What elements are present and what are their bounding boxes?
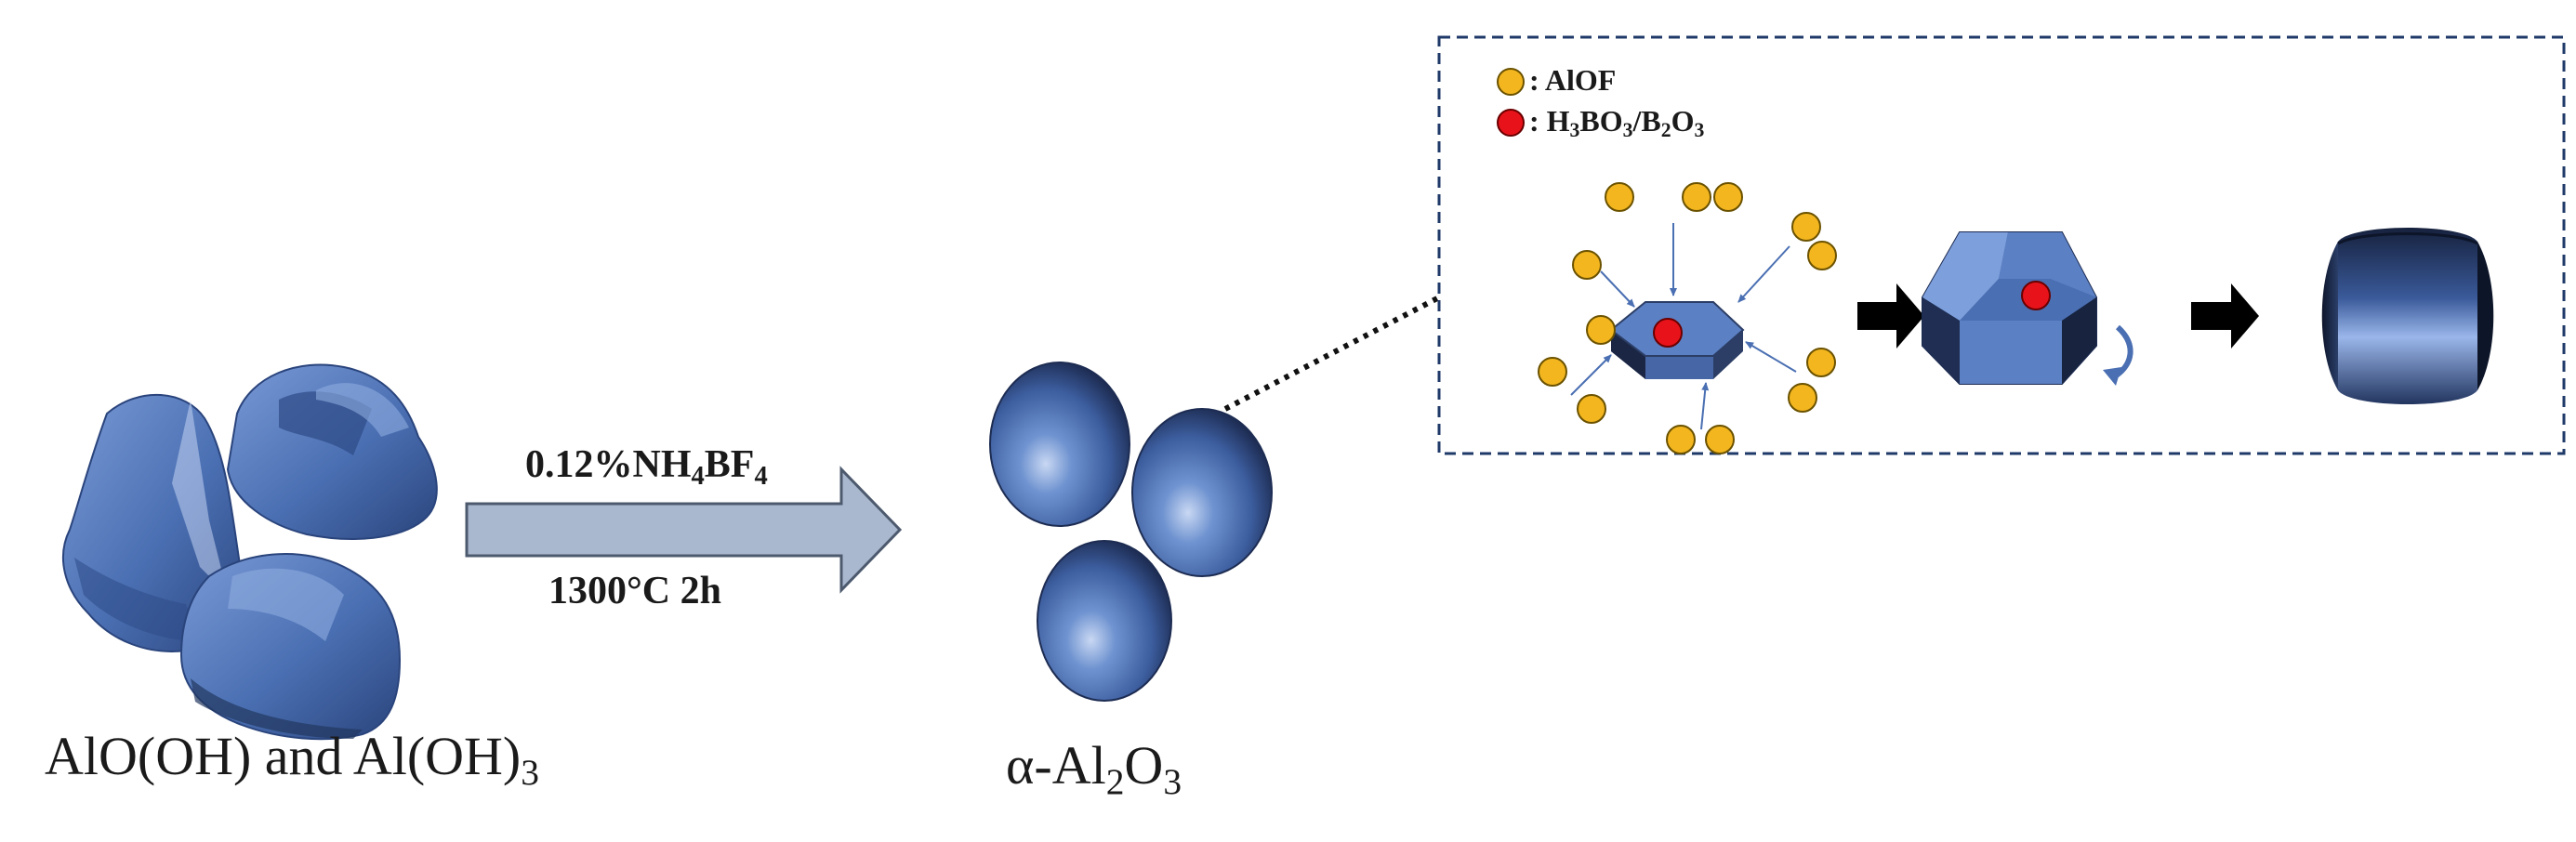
legend-boron-sub-4: 3 (1694, 119, 1705, 142)
legend-boron-sub-2: 3 (1622, 119, 1633, 142)
product-label-text-2: O (1124, 735, 1164, 796)
precursor-particles (62, 363, 438, 741)
product-label: α-Al2O3 (1006, 734, 1182, 800)
product-spheres (989, 362, 1273, 702)
adsorption-arrows (1570, 223, 1797, 430)
legend-boron-text-4: O (1671, 104, 1695, 138)
process-condition-label: 0.12%NH4BF4 (525, 442, 768, 490)
legend-alof: : AlOF (1529, 63, 1617, 97)
product-label-sub-1: 2 (1105, 761, 1125, 803)
sphere-top (989, 362, 1130, 527)
precursor-label-sub: 3 (521, 752, 539, 794)
zoom-connector (1223, 295, 1441, 412)
precursor-label: AlO(OH) and Al(OH)3 (45, 725, 539, 791)
stage-3-crystal (2321, 228, 2494, 404)
stage-arrow-1 (1857, 283, 1924, 349)
red-circle-icon (2021, 281, 2051, 310)
mechanism-inset (1437, 35, 2566, 455)
red-circle-icon (1653, 318, 1683, 348)
sphere-bottom (1037, 540, 1172, 702)
product-label-sub-2: 3 (1163, 761, 1182, 803)
alof-particles (1538, 182, 1837, 454)
legend-boron-text-1: : H (1529, 104, 1570, 138)
legend-boron-sub-1: 3 (1569, 119, 1580, 142)
legend-boron-text-2: BO (1579, 104, 1623, 138)
red-circle-icon (1497, 109, 1525, 137)
yellow-circle-icon (1497, 68, 1525, 96)
temperature-label: 1300°C 2h (548, 570, 721, 612)
stage-arrow-2 (2191, 283, 2259, 349)
stage-1-crystal (1609, 301, 1745, 379)
condition-sub-2: 4 (754, 461, 768, 491)
condition-text-1: 0.12%NH (525, 443, 692, 486)
stage-2-crystal (1922, 231, 2133, 386)
legend-boron-text-3: /B (1632, 104, 1661, 138)
precursor-label-text: AlO(OH) and Al(OH) (45, 726, 522, 786)
legend-boron-sub-3: 2 (1660, 119, 1671, 142)
process-arrow (465, 466, 903, 594)
sphere-right (1131, 408, 1273, 577)
condition-text-2: BF (704, 443, 755, 486)
condition-sub-1: 4 (691, 461, 705, 491)
product-label-text-1: α-Al (1006, 735, 1106, 796)
legend-boron: : H3BO3/B2O3 (1529, 104, 1705, 142)
